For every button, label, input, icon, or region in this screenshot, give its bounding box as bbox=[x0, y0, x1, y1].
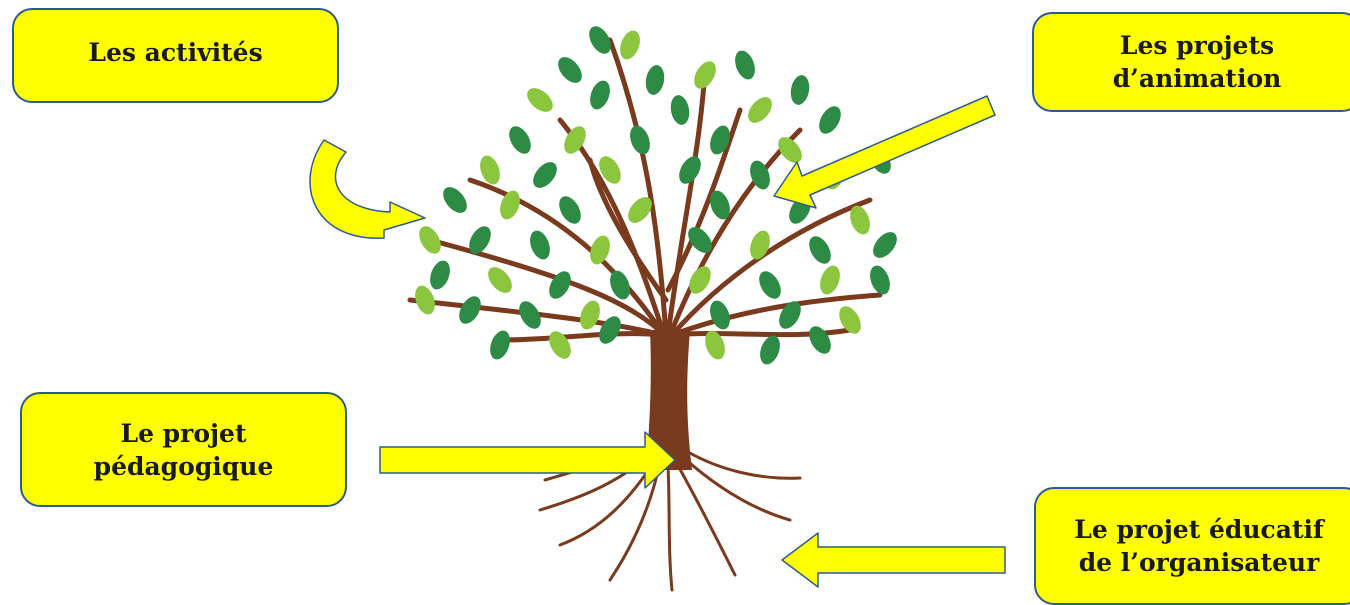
leaf bbox=[755, 268, 786, 303]
leaf bbox=[644, 64, 667, 97]
leaf bbox=[805, 323, 836, 358]
arrow-pedagogique bbox=[380, 432, 675, 488]
leaf bbox=[743, 93, 776, 128]
leaf bbox=[816, 263, 843, 297]
leaf bbox=[576, 298, 603, 332]
leaf bbox=[595, 313, 626, 348]
leaf bbox=[616, 28, 643, 62]
leaf bbox=[669, 94, 692, 127]
box-projet-educatif: Le projet éducatif de l’organisateur bbox=[1034, 487, 1350, 605]
leaf bbox=[545, 328, 576, 363]
leaf bbox=[866, 263, 893, 297]
leaf bbox=[789, 74, 812, 107]
leaf bbox=[438, 183, 471, 218]
leaf bbox=[415, 223, 446, 258]
leaf bbox=[746, 228, 773, 262]
box-label-line: d’animation bbox=[1113, 62, 1282, 95]
leaf bbox=[505, 123, 536, 158]
arrow-educatif bbox=[782, 533, 1005, 587]
tree-illustration bbox=[410, 23, 902, 590]
box-label-line: Les projets bbox=[1113, 29, 1282, 62]
box-projet-pedagogique: Le projet pédagogique bbox=[20, 392, 347, 507]
root bbox=[676, 462, 735, 575]
leaf bbox=[756, 333, 783, 367]
box-label-line: Le projet éducatif bbox=[1074, 513, 1324, 546]
box-label-line: de l’organisateur bbox=[1074, 546, 1324, 579]
leaf bbox=[523, 83, 558, 116]
leaf bbox=[426, 258, 453, 292]
leaf bbox=[483, 263, 516, 298]
leaf bbox=[528, 158, 561, 193]
leaf bbox=[675, 153, 706, 188]
root bbox=[684, 458, 790, 520]
leaf bbox=[690, 58, 721, 93]
arrow-animation bbox=[774, 96, 995, 208]
box-label-line: Le projet bbox=[94, 417, 274, 450]
leaf bbox=[586, 78, 613, 112]
box-les-activites: Les activités bbox=[12, 8, 339, 103]
leaf bbox=[526, 228, 553, 262]
leaf bbox=[731, 48, 758, 82]
leaf bbox=[626, 123, 653, 157]
branch bbox=[500, 334, 660, 340]
leaf bbox=[815, 103, 846, 138]
arrow-activites bbox=[310, 140, 425, 238]
box-projets-animation: Les projets d’animation bbox=[1032, 12, 1350, 112]
leaf bbox=[805, 233, 836, 268]
box-label-line: Les activités bbox=[88, 36, 262, 69]
leaf bbox=[486, 328, 513, 362]
root bbox=[668, 465, 672, 590]
box-label-line: pédagogique bbox=[94, 450, 274, 483]
leaf bbox=[868, 228, 901, 263]
leaf bbox=[553, 53, 586, 88]
